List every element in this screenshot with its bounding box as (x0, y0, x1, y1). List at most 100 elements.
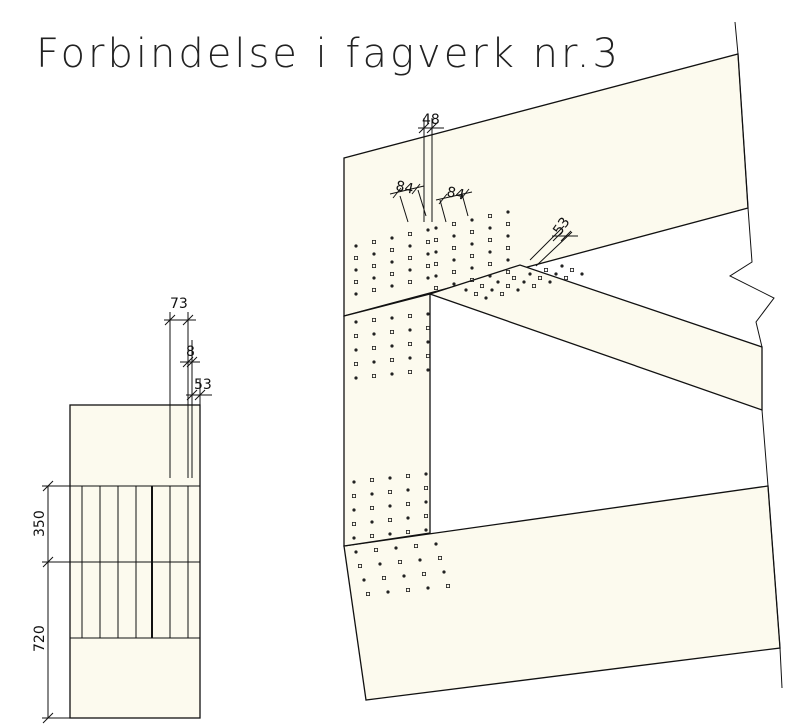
dim-73: 73 (170, 296, 188, 312)
bolt (362, 578, 366, 582)
bolt (413, 544, 418, 549)
bolt (408, 244, 412, 248)
drawing-title: Forbindelse i fagverk nr.3 (36, 31, 621, 77)
bolt (352, 480, 356, 484)
bolt (371, 263, 376, 268)
bolt (387, 489, 392, 494)
bolt (370, 492, 374, 496)
bolt (512, 275, 517, 280)
bolt (408, 328, 412, 332)
bolt (505, 221, 510, 226)
bolt-groups (351, 210, 584, 597)
bolt (451, 269, 456, 274)
bolt (354, 320, 358, 324)
bolt (371, 239, 376, 244)
bolt (538, 275, 543, 280)
bolt (522, 280, 526, 284)
bolt (353, 279, 358, 284)
bolt (425, 353, 430, 358)
bolt (426, 312, 430, 316)
bolt (371, 373, 376, 378)
bolt (426, 276, 430, 280)
bolt (544, 267, 549, 272)
dim-48: 48 (422, 112, 440, 128)
bolt (437, 556, 442, 561)
bolt (408, 268, 412, 272)
bolt (352, 508, 356, 512)
bolt-group-vertical-top (353, 312, 430, 380)
bolt (397, 560, 402, 565)
side-view: 350 720 73 8 53 (32, 296, 212, 724)
bolt (352, 536, 356, 540)
side-view-vertical-dimension: 350 720 (32, 480, 76, 724)
bolt (390, 284, 394, 288)
bolt (353, 333, 358, 338)
bolt (426, 586, 430, 590)
bolt (433, 261, 438, 266)
bolt (488, 226, 492, 230)
bolt (469, 229, 474, 234)
bolt (390, 372, 394, 376)
bolt (434, 250, 438, 254)
bolt (373, 548, 378, 553)
bolt (506, 258, 510, 262)
bolt (406, 516, 410, 520)
bolt (407, 341, 412, 346)
bolt (371, 287, 376, 292)
bolt (424, 500, 428, 504)
bolt (452, 234, 456, 238)
bolt (389, 247, 394, 252)
bolt (354, 244, 358, 248)
bolt-group-bottom-chord (354, 542, 450, 597)
bolt (426, 228, 430, 232)
bolt (451, 221, 456, 226)
bolt (407, 231, 412, 236)
vertical-member (343, 293, 431, 547)
bolt (354, 348, 358, 352)
dim-8: 8 (186, 344, 195, 360)
bolt (372, 332, 376, 336)
bolt (405, 588, 410, 593)
bolt (554, 272, 558, 276)
side-view-top-dimensions: 73 8 53 (164, 296, 212, 478)
bolt (470, 242, 474, 246)
bolt (357, 564, 362, 569)
bolt (371, 317, 376, 322)
bolt (405, 530, 410, 535)
bolt (506, 210, 510, 214)
bolt (406, 488, 410, 492)
bolt (369, 505, 374, 510)
bolt (505, 283, 510, 288)
bolt (388, 476, 392, 480)
bolt (371, 345, 376, 350)
bolt (473, 291, 478, 296)
bolt (381, 576, 386, 581)
bolt (390, 316, 394, 320)
bolt (354, 268, 358, 272)
bolt (405, 473, 410, 478)
bolt (488, 274, 492, 278)
bolt (433, 285, 438, 290)
bolt (426, 252, 430, 256)
bolt (421, 572, 426, 577)
dim-84-right: 84 (445, 184, 466, 203)
bolt (426, 340, 430, 344)
bolt-group-top-left (353, 228, 430, 296)
bolt (378, 562, 382, 566)
bolt (464, 288, 468, 292)
bolt (442, 570, 446, 574)
bolt (487, 213, 492, 218)
bolt (405, 501, 410, 506)
bolt (351, 522, 356, 527)
bolt (532, 283, 537, 288)
dim-53-side: 53 (194, 377, 212, 393)
bolt (388, 532, 392, 536)
bolt (389, 329, 394, 334)
bolt (470, 266, 474, 270)
bolt (484, 296, 488, 300)
bolt (369, 477, 374, 482)
bolt (353, 361, 358, 366)
bolt (390, 344, 394, 348)
bolt (353, 255, 358, 260)
